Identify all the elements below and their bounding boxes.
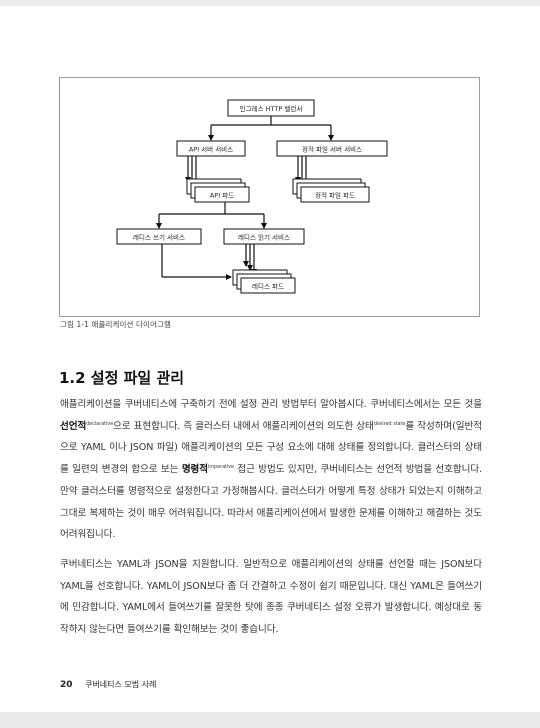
ingress-label: 인그레스 HTTP 밸런서 [240, 104, 303, 113]
term-imperative-english: imperative [208, 464, 235, 471]
chapter-title: 쿠버네티스 모범 사례 [85, 680, 157, 689]
para1-text-3: 를 작성하며(일반적으로 YAML 이나 JSON 파일) 애플리케이션의 모든… [60, 420, 482, 476]
static-service-label: 정적 파일 서버 서비스 [302, 145, 362, 154]
para1-text-2: 으로 표현합니다. 즉 클러스터 내에서 애플리케이션의 의도한 상태 [113, 420, 374, 432]
static-file-service-node: 정적 파일 서버 서비스 [276, 140, 388, 157]
term-declarative-english: declarative [86, 420, 114, 427]
section-title: 1.2 설정 파일 관리 [59, 369, 185, 387]
redis-read-service-node: 레디스 읽기 서비스 [223, 228, 305, 245]
para1-text-4: 접근 방법도 있지만, 쿠버네티스는 선언적 방법을 선호합니다. 만약 클러스… [60, 464, 482, 541]
redis-write-label: 레디스 쓰기 서비스 [133, 233, 185, 242]
term-desired-state-english: desired state [373, 420, 406, 427]
page-number: 20 [60, 680, 73, 690]
redis-read-label: 레디스 읽기 서비스 [238, 233, 290, 242]
api-pod-label: API 파드 [210, 191, 234, 200]
api-pod-stack: API 파드 [186, 178, 250, 203]
paragraph-declarative-config: 애플리케이션을 쿠버네티스에 구축하기 전에 설정 관리 방법부터 알아봅시다.… [60, 394, 482, 546]
para1-text-1: 애플리케이션을 쿠버네티스에 구축하기 전에 설정 관리 방법부터 알아봅시다.… [60, 399, 482, 410]
api-server-service-node: API 서버 서비스 [176, 140, 246, 157]
static-pod-label: 정적 파일 파드 [315, 191, 355, 200]
redis-pod-label: 레디스 파드 [252, 282, 284, 291]
application-diagram: 인그레스 HTTP 밸런서 API 서버 서비스 정적 파일 서버 서비스 AP… [59, 77, 480, 317]
paragraph-yaml-json: 쿠버네티스는 YAML과 JSON을 지원합니다. 일반적으로 애플리케이션의 … [60, 559, 482, 636]
page-footer: 20 쿠버네티스 모범 사례 [60, 679, 156, 690]
static-pod-stack: 정적 파일 파드 [292, 178, 370, 203]
diagram-connectors [156, 116, 334, 280]
ingress-balancer-node: 인그레스 HTTP 밸런서 [227, 99, 315, 117]
redis-write-service-node: 레디스 쓰기 서비스 [116, 228, 202, 245]
term-declarative: 선언적 [60, 420, 87, 432]
book-page: 인그레스 HTTP 밸런서 API 서버 서비스 정적 파일 서버 서비스 AP… [0, 6, 540, 712]
redis-pod-stack: 레디스 파드 [232, 269, 296, 294]
figure-caption: 그림 1-1 애플리케이션 다이어그램 [60, 320, 172, 329]
term-imperative: 명령적 [181, 464, 208, 476]
api-service-label: API 서버 서비스 [189, 145, 233, 154]
